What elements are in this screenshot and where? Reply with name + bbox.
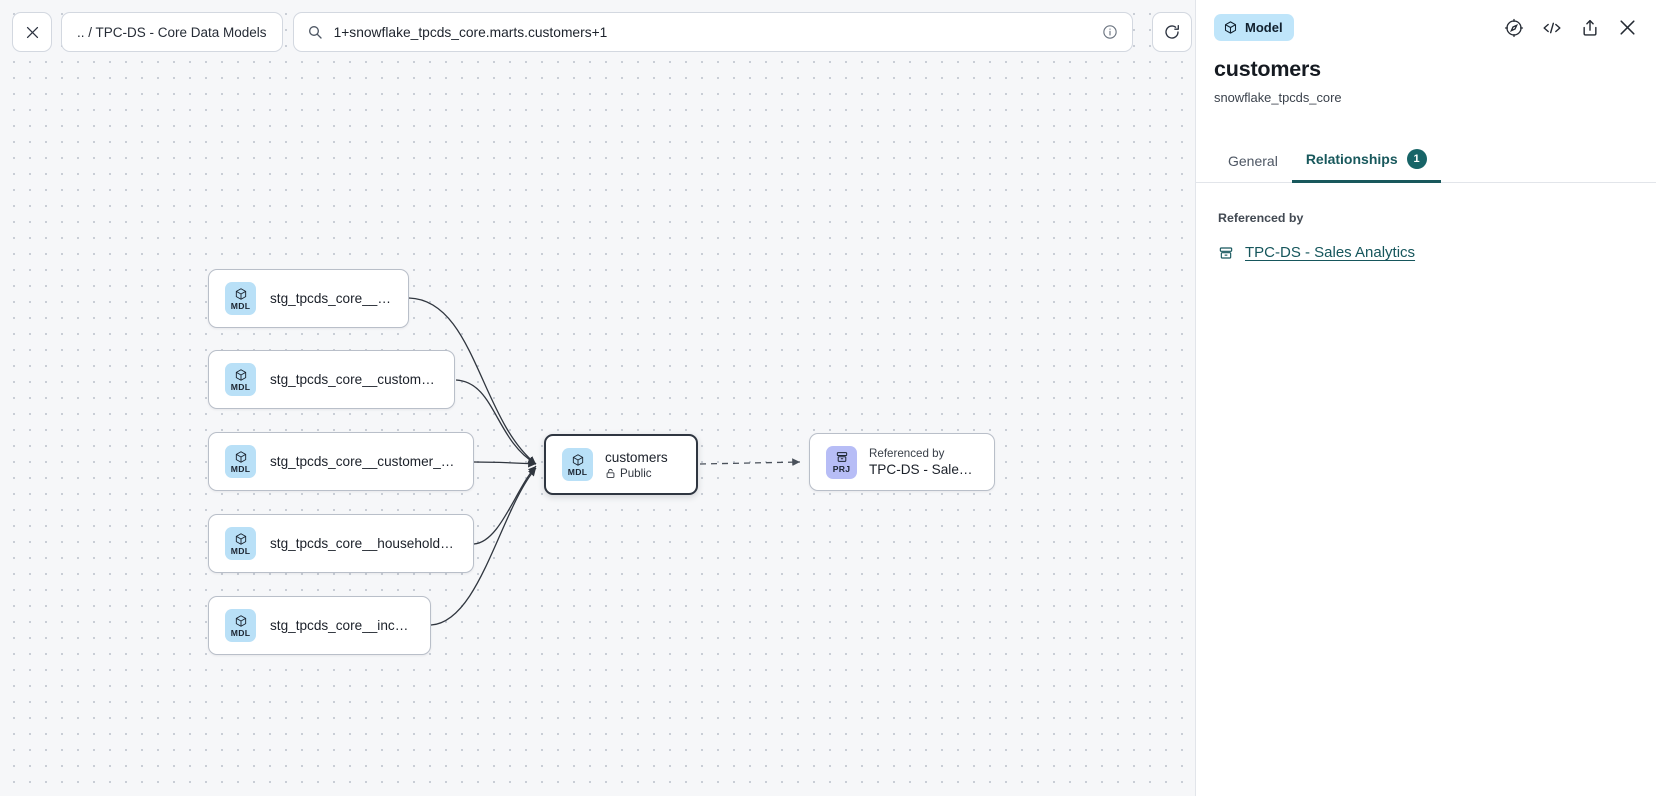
node-body: stg_tpcds_core__customer — [270, 291, 392, 306]
model-badge: MDL — [225, 282, 256, 315]
node-visibility: Public — [605, 467, 668, 480]
panel-action-bar — [1504, 17, 1638, 38]
lock-icon — [605, 468, 616, 479]
node-visibility-label: Public — [620, 466, 652, 480]
cube-icon — [1223, 20, 1238, 35]
graph-node-selected-customers[interactable]: MDL customers Public — [544, 434, 698, 495]
page-title: customers — [1214, 57, 1321, 81]
node-title: stg_tpcds_core__household_demogr… — [270, 536, 457, 551]
model-badge: MDL — [225, 445, 256, 478]
model-badge-label: MDL — [230, 627, 251, 638]
relationships-content: Referenced by TPC-DS - Sales Analytics — [1196, 183, 1656, 261]
entity-type-label: Model — [1245, 20, 1283, 35]
panel-subtitle: snowflake_tpcds_core — [1214, 90, 1342, 105]
model-badge: MDL — [225, 527, 256, 560]
refresh-button[interactable] — [1151, 12, 1192, 52]
panel-heading: customers snowflake_tpcds_core — [1196, 41, 1656, 105]
node-kicker: Referenced by — [869, 447, 945, 460]
lineage-graph: MDL stg_tpcds_core__customer MDL stg_tpc… — [208, 269, 995, 655]
search-input[interactable] — [333, 24, 1091, 40]
model-badge-label: MDL — [230, 463, 251, 474]
graph-node-model[interactable]: MDL stg_tpcds_core__income_band — [208, 596, 431, 655]
detail-panel: Model — [1195, 0, 1656, 796]
info-icon[interactable] — [1102, 24, 1118, 40]
breadcrumb[interactable]: .. / TPC-DS - Core Data Models — [61, 12, 283, 52]
panel-tabs: General Relationships 1 — [1196, 139, 1656, 183]
close-icon[interactable] — [1617, 17, 1638, 38]
node-body: stg_tpcds_core__household_demogr… — [270, 536, 457, 551]
search-field[interactable] — [292, 12, 1133, 52]
explore-compass-icon[interactable] — [1504, 18, 1524, 38]
graph-node-project[interactable]: PRJ Referenced by TPC-DS - Sales Analyti… — [809, 433, 995, 491]
tab-general-label: General — [1228, 153, 1278, 169]
node-body: stg_tpcds_core__customer_demogra… — [270, 454, 457, 469]
node-title: stg_tpcds_core__customer — [270, 291, 392, 306]
project-badge-label: PRJ — [832, 464, 851, 475]
model-badge: MDL — [225, 363, 256, 396]
graph-node-model[interactable]: MDL stg_tpcds_core__customer_demogra… — [208, 432, 474, 491]
referenced-by-link[interactable]: TPC-DS - Sales Analytics — [1245, 244, 1416, 261]
entity-type-badge: Model — [1214, 14, 1294, 41]
model-badge-label: MDL — [230, 381, 251, 392]
graph-node-model[interactable]: MDL stg_tpcds_core__customer_address — [208, 350, 455, 409]
model-badge: MDL — [225, 609, 256, 642]
node-title: customers — [605, 449, 668, 465]
node-body: stg_tpcds_core__income_band — [270, 618, 414, 633]
tab-relationships[interactable]: Relationships 1 — [1291, 139, 1441, 183]
project-badge: PRJ — [826, 445, 857, 479]
referenced-by-label: Referenced by — [1218, 211, 1304, 225]
node-title: stg_tpcds_core__customer_demogra… — [270, 454, 457, 469]
code-icon[interactable] — [1541, 18, 1563, 38]
tab-relationships-label: Relationships — [1305, 151, 1398, 167]
node-title: stg_tpcds_core__customer_address — [270, 372, 438, 387]
node-body: Referenced by TPC-DS - Sales Analytics — [869, 447, 978, 477]
model-badge-label: MDL — [567, 466, 588, 477]
node-title: TPC-DS - Sales Analytics — [869, 462, 978, 477]
tab-relationships-count: 1 — [1406, 149, 1427, 169]
breadcrumb-label: .. / TPC-DS - Core Data Models — [77, 24, 267, 40]
graph-node-model[interactable]: MDL stg_tpcds_core__household_demogr… — [208, 514, 474, 573]
model-badge-label: MDL — [230, 300, 251, 311]
lineage-canvas[interactable]: .. / TPC-DS - Core Data Models — [0, 0, 1195, 796]
close-lineage-button[interactable] — [12, 12, 52, 52]
list-item[interactable]: TPC-DS - Sales Analytics — [1218, 244, 1634, 261]
search-icon — [307, 24, 323, 40]
share-icon[interactable] — [1580, 18, 1600, 38]
project-icon — [1218, 245, 1234, 261]
node-title: stg_tpcds_core__income_band — [270, 618, 414, 633]
graph-node-model[interactable]: MDL stg_tpcds_core__customer — [208, 269, 409, 328]
lineage-edges — [408, 297, 801, 626]
model-badge-label: MDL — [230, 545, 251, 556]
node-body: customers Public — [605, 450, 668, 480]
panel-header: Model — [1196, 0, 1656, 41]
model-badge: MDL — [562, 448, 593, 481]
canvas-toolbar: .. / TPC-DS - Core Data Models — [0, 0, 1192, 52]
tab-general[interactable]: General — [1214, 143, 1292, 183]
node-body: stg_tpcds_core__customer_address — [270, 372, 438, 387]
